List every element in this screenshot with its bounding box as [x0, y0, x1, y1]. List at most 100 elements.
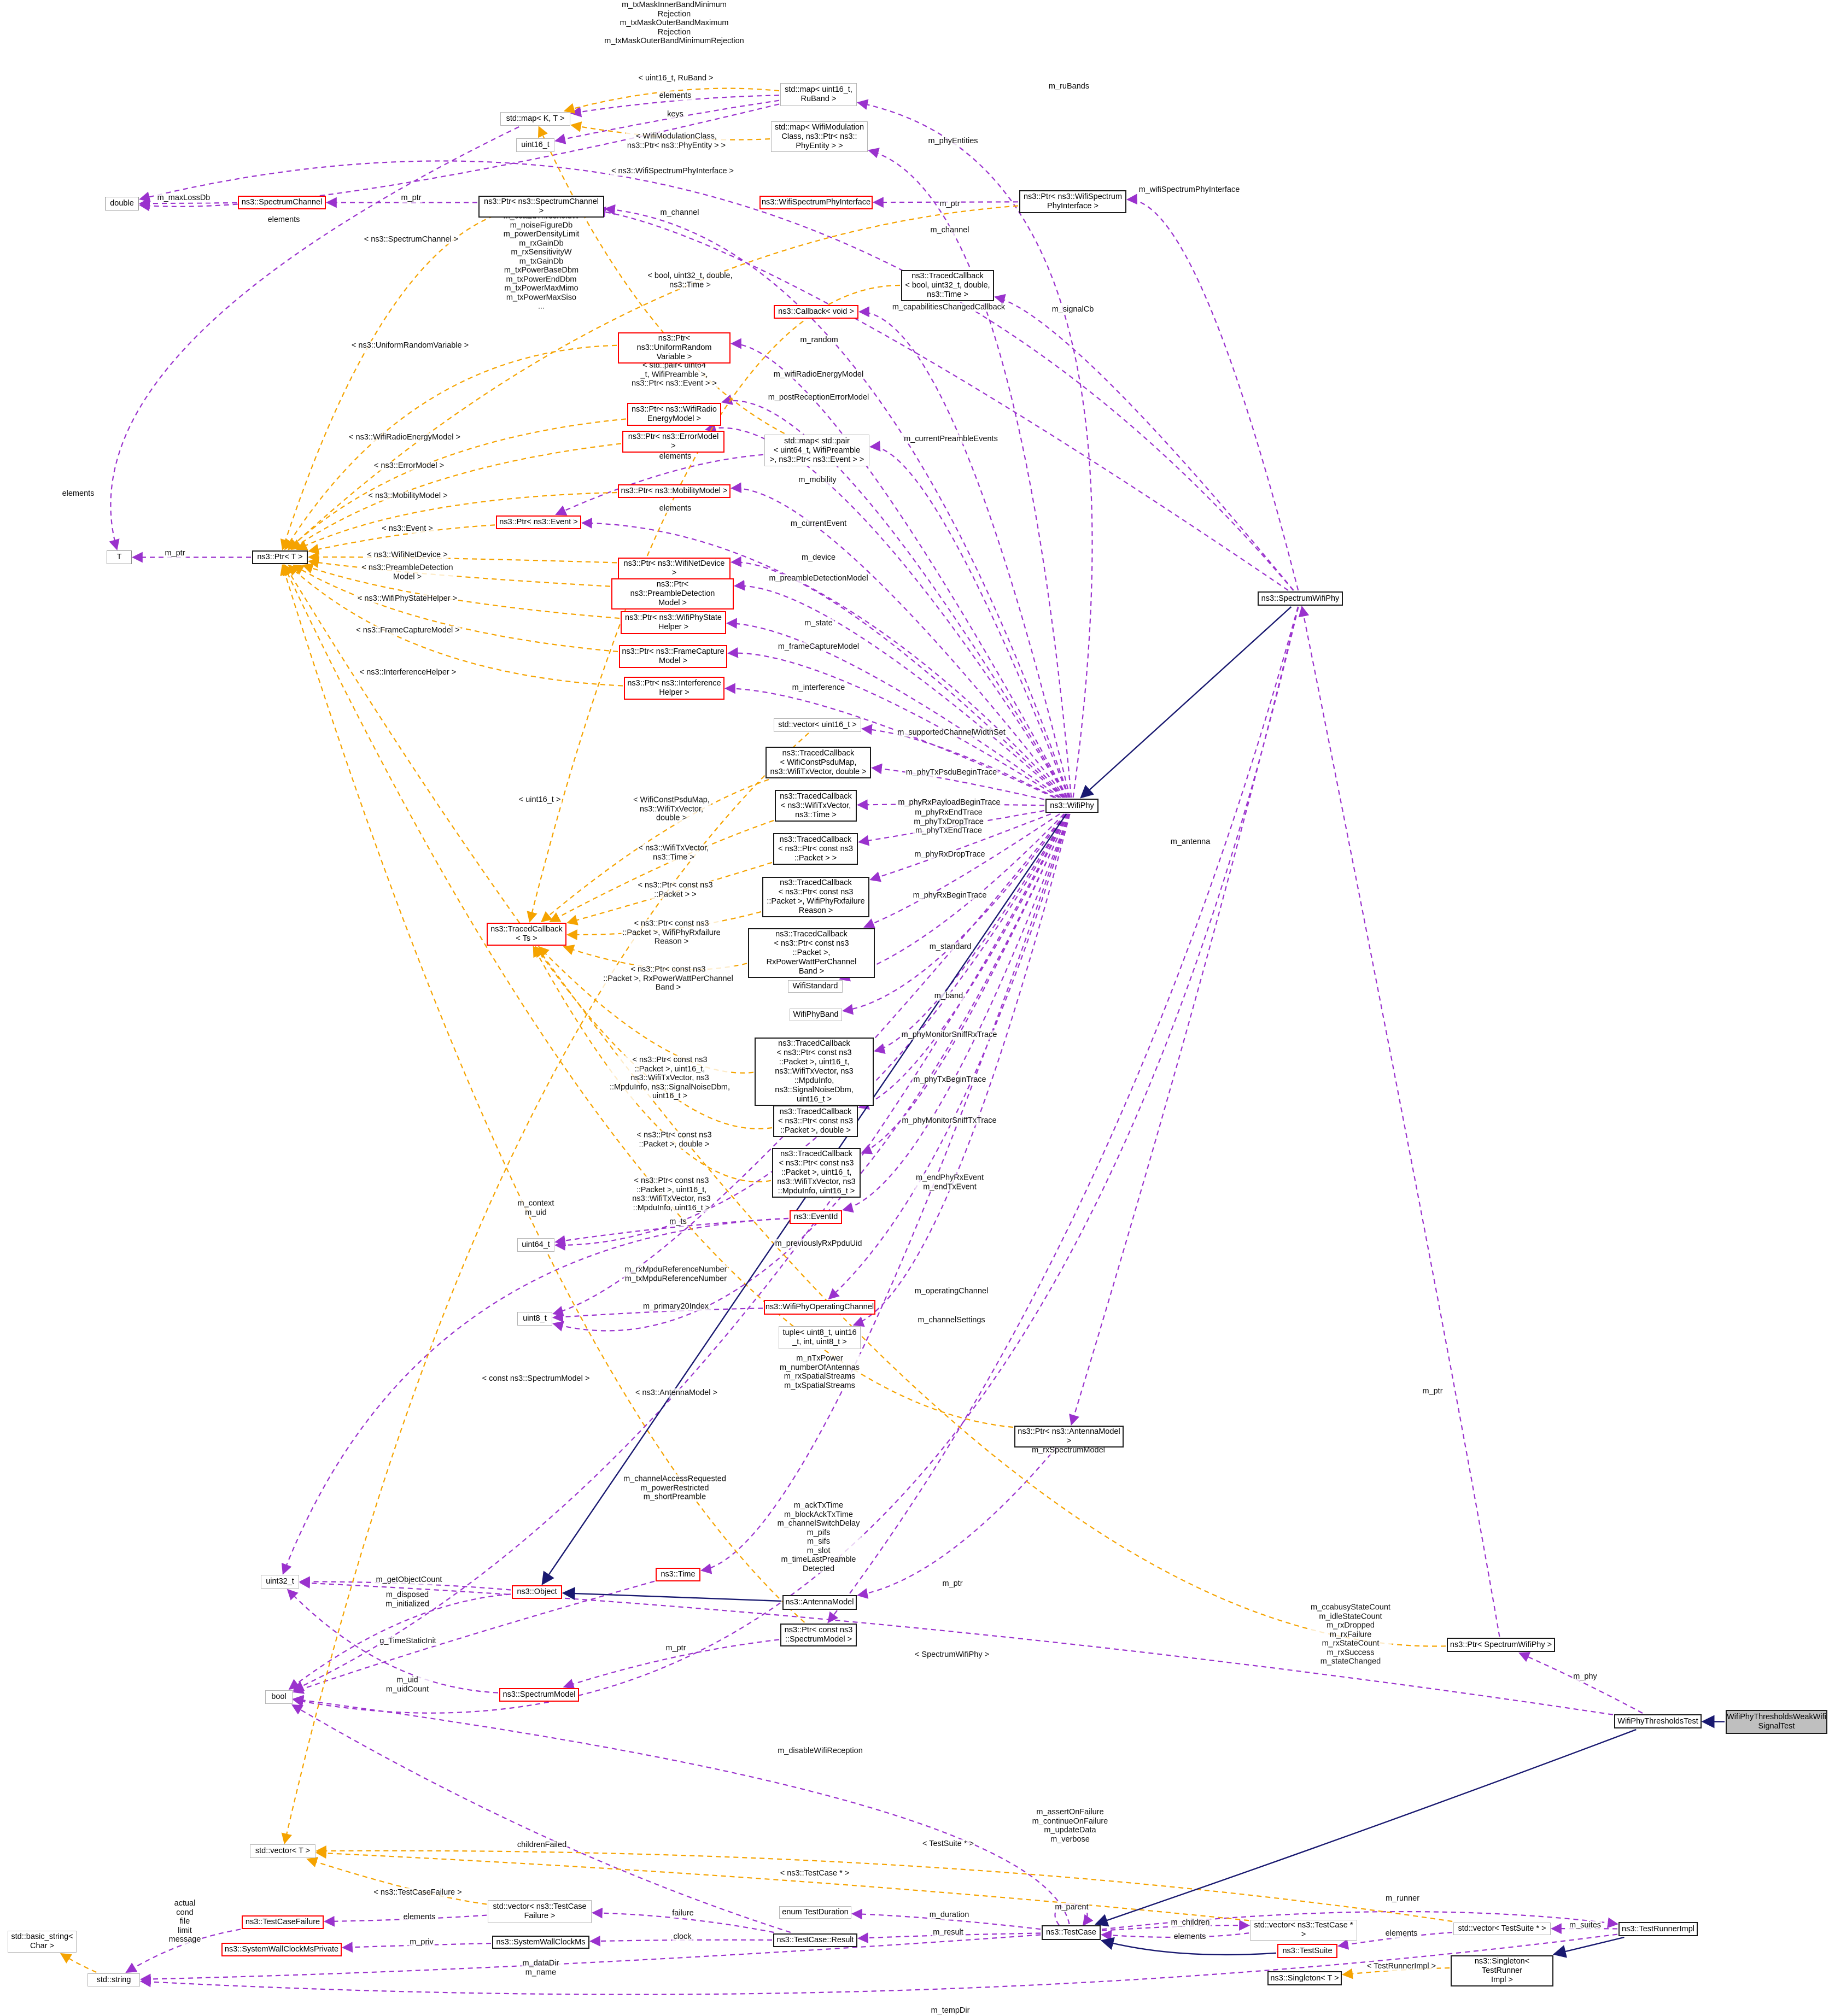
edge-wifiphy-to-eventid: [842, 813, 1070, 1213]
edge-spectrumwifiphy-to-wifiphy: [1080, 606, 1292, 799]
edge-label: < ns3::FrameCaptureModel >: [355, 625, 461, 635]
systemwallclockms-node[interactable]: ns3::SystemWallClockMs: [492, 1936, 589, 1949]
t_box-node[interactable]: T: [107, 550, 132, 564]
ptr_t-node[interactable]: ns3::Ptr< T >: [252, 550, 308, 564]
antennamodel-node[interactable]: ns3::AntennaModel: [782, 1595, 857, 1610]
ptr_spectrumwifiphy-node[interactable]: ns3::Ptr< SpectrumWifiPhy >: [1447, 1638, 1555, 1652]
vec_testcasefailure-node[interactable]: std::vector< ns3::TestCase Failure >: [488, 1900, 592, 1923]
edge-label: < ns3::SpectrumChannel >: [363, 235, 460, 244]
spectrummodel-node[interactable]: ns3::SpectrumModel: [499, 1688, 579, 1702]
singleton_tri-node[interactable]: ns3::Singleton< TestRunner Impl >: [1451, 1955, 1553, 1986]
wifiphyband-node[interactable]: WifiPhyBand: [790, 1009, 842, 1021]
vec_testcaseptr-node[interactable]: std::vector< ns3::TestCase * >: [1250, 1920, 1357, 1941]
uint16-node[interactable]: uint16_t: [516, 138, 554, 152]
edge-spectrumwifiphy-to-ptr_wifispectrumphyinterface: [1126, 194, 1299, 591]
tc_snifftx-node[interactable]: ns3::TracedCallback < ns3::Ptr< const ns…: [772, 1148, 861, 1198]
edge-label: < ns3::Event >: [381, 524, 434, 534]
edge-label: < ns3::MobilityModel >: [367, 491, 449, 501]
map_uint16_ruband-node[interactable]: std::map< uint16_t, RuBand >: [780, 83, 857, 106]
vec_testsuiteptr-node[interactable]: std::vector< TestSuite * >: [1453, 1923, 1551, 1935]
edge-eventid-to-uint32: [281, 1217, 789, 1575]
edge-tc_psdu-to-tc_ts: [540, 778, 769, 923]
uint64-node[interactable]: uint64_t: [517, 1238, 554, 1252]
tc_packet_rxpower-node[interactable]: ns3::TracedCallback < ns3::Ptr< const ns…: [748, 928, 875, 978]
tc_packet_double-node[interactable]: ns3::TracedCallback < ns3::Ptr< const ns…: [773, 1105, 858, 1137]
wifiphy-node[interactable]: ns3::WifiPhy: [1045, 799, 1098, 813]
ptr_state-node[interactable]: ns3::Ptr< ns3::WifiPhyState Helper >: [621, 611, 726, 634]
ptr_framecapture-node[interactable]: ns3::Ptr< ns3::FrameCapture Model >: [619, 645, 727, 668]
eventid-node[interactable]: ns3::EventId: [790, 1210, 842, 1224]
ptr_spectrumchannel-node[interactable]: ns3::Ptr< ns3::SpectrumChannel >: [478, 196, 604, 218]
spectrumchannel-node[interactable]: ns3::SpectrumChannel: [238, 196, 326, 209]
edge-label: m_postReceptionErrorModel: [767, 392, 870, 402]
edge-label: m_currentPreambleEvents: [903, 434, 999, 444]
edge-thresholdstest-to-testcase: [1094, 1728, 1637, 1927]
edge-wifiphy-to-ptr_preambledetection: [734, 579, 1063, 798]
ptr_uniformrandom-node[interactable]: ns3::Ptr< ns3::UniformRandom Variable >: [618, 332, 731, 364]
map_wifimod-node[interactable]: std::map< WifiModulation Class, ns3::Ptr…: [771, 121, 868, 152]
spectrumwifiphy-node[interactable]: ns3::SpectrumWifiPhy: [1258, 591, 1343, 606]
ptr_mobility-node[interactable]: ns3::Ptr< ns3::MobilityModel >: [618, 484, 731, 498]
ptr_wifinetdevice-node[interactable]: ns3::Ptr< ns3::WifiNetDevice >: [618, 558, 731, 579]
tc_packet_rxfailure-node[interactable]: ns3::TracedCallback < ns3::Ptr< const ns…: [762, 877, 869, 917]
systemwallclockmsprivate-node[interactable]: ns3::SystemWallClockMsPrivate: [221, 1943, 342, 1956]
object-node[interactable]: ns3::Object: [512, 1585, 562, 1599]
tuple-node[interactable]: tuple< uint8_t, uint16 _t, int, uint8_t …: [779, 1326, 861, 1349]
edge-tc_packet_rxfailure-to-tc_ts: [566, 911, 762, 940]
ptr_wifispectrumphyinterface-node[interactable]: ns3::Ptr< ns3::WifiSpectrum PhyInterface…: [1019, 190, 1126, 213]
edge-testcase-to-string: [140, 1934, 1041, 1985]
double-node[interactable]: double: [105, 197, 139, 210]
tc_psdu-node[interactable]: ns3::TracedCallback < WifiConstPsduMap, …: [766, 747, 871, 778]
edge-label: m_parent: [1054, 1902, 1090, 1912]
map_kt-node[interactable]: std::map< K, T >: [500, 112, 570, 126]
edge-label: < ns3::WifiTxVector, ns3::Time >: [637, 843, 710, 862]
operatingchannel-node[interactable]: ns3::WifiPhyOperatingChannel: [764, 1300, 875, 1315]
enum_duration-node[interactable]: enum TestDuration: [779, 1906, 851, 1919]
vec_uint16-node[interactable]: std::vector< uint16_t >: [774, 718, 861, 732]
ptr_constspectrummodel-node[interactable]: ns3::Ptr< const ns3 ::SpectrumModel >: [780, 1624, 857, 1646]
edge-label: m_wifiRadioEnergyModel: [772, 370, 865, 379]
thresholdstest-node[interactable]: WifiPhyThresholdsTest: [1614, 1714, 1702, 1728]
edge-label: m_band: [933, 991, 965, 1001]
testrunnerimpl-node[interactable]: ns3::TestRunnerImpl: [1618, 1922, 1698, 1936]
uint8-node[interactable]: uint8_t: [517, 1312, 552, 1326]
edge-wifiphy-to-tc_packet_double: [858, 813, 1068, 1110]
edge-label: elements: [658, 503, 693, 513]
tc_sniffrx-node[interactable]: ns3::TracedCallback < ns3::Ptr< const ns…: [755, 1038, 874, 1106]
testsuite-node[interactable]: ns3::TestSuite: [1277, 1944, 1337, 1958]
ptr_event-node[interactable]: ns3::Ptr< ns3::Event >: [496, 515, 581, 529]
edge-tc_packet-to-tc_ts: [566, 862, 773, 925]
edge-label: m_ts: [668, 1217, 688, 1227]
callback_void-node[interactable]: ns3::Callback< void >: [774, 305, 858, 319]
ptr_interference-node[interactable]: ns3::Ptr< ns3::Interference Helper >: [624, 677, 724, 700]
testcasefailure-node[interactable]: ns3::TestCaseFailure: [242, 1915, 324, 1929]
tc_ts-node[interactable]: ns3::TracedCallback < Ts >: [487, 923, 566, 946]
uint32-node[interactable]: uint32_t: [261, 1575, 299, 1589]
wifispectrumphyinterface-node[interactable]: ns3::WifiSpectrumPhyInterface: [759, 196, 873, 209]
edge-label: m_nTxPower m_numberOfAntennas m_rxSpatia…: [779, 1354, 861, 1390]
ptr_wifiradio-node[interactable]: ns3::Ptr< ns3::WifiRadio EnergyModel >: [627, 403, 721, 426]
tc_txvector_time-node[interactable]: ns3::TracedCallback < ns3::WifiTxVector,…: [775, 790, 857, 822]
result-node[interactable]: ns3::TestCase::Result: [773, 1933, 857, 1947]
map_pair-node[interactable]: std::map< std::pair < uint64_t, WifiPrea…: [764, 435, 869, 466]
singleton_t-node[interactable]: ns3::Singleton< T >: [1267, 1971, 1342, 1985]
ptr_antennamodel-node[interactable]: ns3::Ptr< ns3::AntennaModel >: [1014, 1426, 1124, 1447]
edge-label: m_phyEntities: [927, 136, 979, 146]
tc_packet-node[interactable]: ns3::TracedCallback < ns3::Ptr< const ns…: [773, 833, 858, 865]
basic_string-node[interactable]: std::basic_string< Char >: [8, 1931, 77, 1953]
edge-ptr_event-to-ptr_t: [308, 524, 495, 555]
vec_t-node[interactable]: std::vector< T >: [250, 1844, 315, 1858]
time-node[interactable]: ns3::Time: [656, 1568, 700, 1581]
bool-node[interactable]: bool: [265, 1690, 293, 1704]
edge-wifiphy-to-map_pair: [869, 441, 1070, 798]
string-node[interactable]: std::string: [87, 1973, 140, 1986]
wifistandard-node[interactable]: WifiStandard: [788, 980, 843, 993]
tc_bool-node[interactable]: ns3::TracedCallback < bool, uint32_t, do…: [901, 270, 994, 301]
edge-label: m_wifiSpectrumPhyInterface: [1137, 185, 1241, 195]
ptr_errormodel-node[interactable]: ns3::Ptr< ns3::ErrorModel >: [622, 431, 724, 453]
weaktest-node[interactable]: WifiPhyThresholdsWeakWifi SignalTest: [1726, 1710, 1827, 1734]
edge-label: < ns3::ErrorModel >: [372, 461, 446, 471]
ptr_preambledetection-node[interactable]: ns3::Ptr< ns3::PreambleDetection Model >: [611, 578, 734, 610]
edge-label: g_TimeStaticInit: [378, 1636, 437, 1646]
testcase-node[interactable]: ns3::TestCase: [1042, 1925, 1101, 1940]
